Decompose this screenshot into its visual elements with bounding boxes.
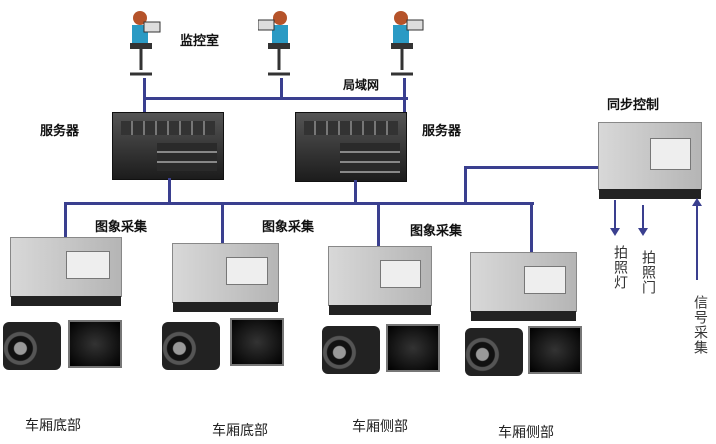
arrow-up-line xyxy=(696,205,698,280)
operator-figure-2 xyxy=(258,11,290,76)
link xyxy=(464,166,467,203)
camera-icon xyxy=(162,322,220,370)
position-label-3: 车厢侧部 xyxy=(352,419,408,435)
flash-door-label: 拍照门 xyxy=(640,250,656,295)
light-box-icon xyxy=(386,324,440,372)
light-box-icon xyxy=(528,326,582,374)
light-box-icon xyxy=(68,320,122,368)
capture-pc-1 xyxy=(10,237,122,306)
lan-bus xyxy=(143,97,408,100)
capture-bus xyxy=(64,202,534,205)
camera-icon xyxy=(3,322,61,370)
sync-link xyxy=(464,166,600,169)
capture-pc-4 xyxy=(470,252,577,321)
server-right-label: 服务器 xyxy=(422,124,462,139)
capture-label-2: 图象采集 xyxy=(262,220,315,235)
link xyxy=(280,78,283,98)
capture-pc-3 xyxy=(328,246,432,315)
link xyxy=(403,78,406,112)
arrowhead-icon xyxy=(610,228,620,241)
camera-icon xyxy=(465,328,523,376)
link xyxy=(143,78,146,112)
sync-control-label: 同步控制 xyxy=(607,98,660,113)
server-left xyxy=(112,112,224,180)
camera-icon xyxy=(322,326,380,374)
link xyxy=(221,202,224,244)
flash-light-label: 拍照灯 xyxy=(612,245,628,290)
capture-label-1: 图象采集 xyxy=(95,220,148,235)
arrow-up-icon xyxy=(692,198,702,206)
link xyxy=(354,180,357,204)
server-left-label: 服务器 xyxy=(40,124,80,139)
position-label-1: 车厢底部 xyxy=(25,418,81,434)
link xyxy=(530,202,533,252)
light-box-icon xyxy=(230,318,284,366)
capture-pc-2 xyxy=(172,243,279,312)
arrowhead-icon xyxy=(638,228,648,241)
position-label-2: 车厢底部 xyxy=(212,423,268,439)
arrow-down-icon xyxy=(614,200,616,230)
server-right xyxy=(295,112,407,182)
signal-capture-label: 信号采集 xyxy=(692,295,708,355)
position-label-4: 车厢侧部 xyxy=(498,425,554,441)
operator-figure-3 xyxy=(391,11,424,76)
link xyxy=(377,202,380,246)
lan-label: 局域网 xyxy=(343,78,380,92)
link xyxy=(64,202,67,238)
monitor-room-label: 监控室 xyxy=(180,34,220,49)
arrow-down-icon xyxy=(642,205,644,230)
capture-label-3: 图象采集 xyxy=(410,224,463,239)
link xyxy=(168,178,171,204)
sync-control-pc xyxy=(598,122,702,199)
operator-figure-1 xyxy=(130,11,161,76)
